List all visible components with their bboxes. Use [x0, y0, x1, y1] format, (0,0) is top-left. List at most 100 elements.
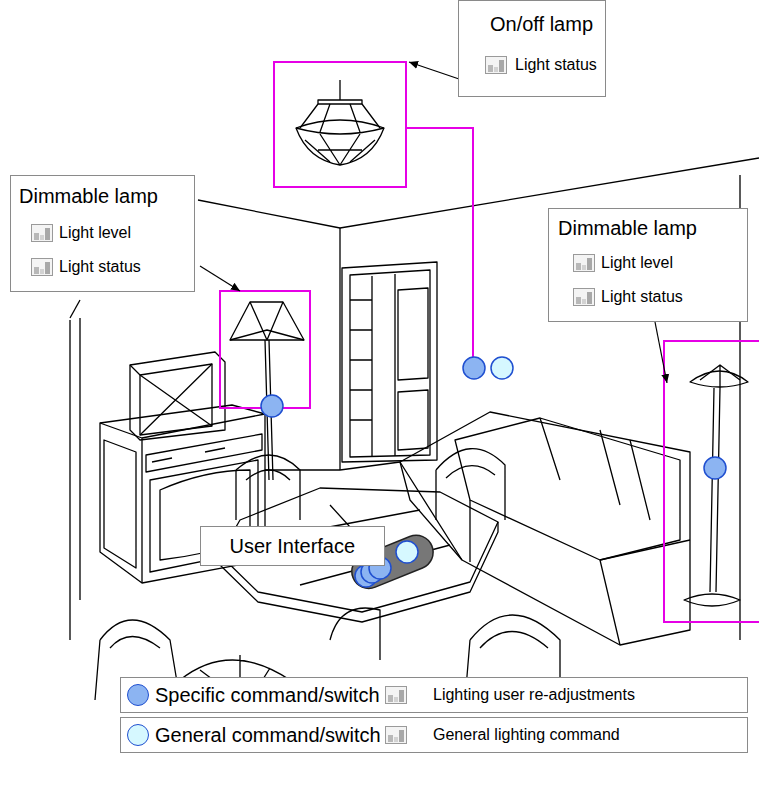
lamp-frame: [220, 291, 310, 408]
room-wireframe: [70, 300, 80, 318]
switch-circle: [261, 395, 283, 417]
legend-text: Specific command/switch: [155, 685, 380, 705]
chart-icon-part: [34, 267, 39, 274]
box-title: On/off lamp: [490, 14, 593, 34]
box-title: Dimmable lamp: [558, 218, 697, 238]
chart-icon-part: [40, 269, 44, 274]
room-wireframe: [684, 594, 740, 606]
lamp-frame: [406, 128, 473, 357]
room-wireframe: [140, 364, 212, 435]
room-wireframe: [600, 540, 690, 560]
chart-icon-part: [394, 737, 398, 742]
callout-box: On/off lampLight status: [458, 0, 606, 97]
room-wireframe: [318, 100, 362, 104]
chart-icon-part: [40, 235, 44, 240]
chart-icon-part: [32, 259, 53, 276]
room-wireframe: [305, 134, 375, 165]
room-wireframe: [398, 288, 428, 450]
room-wireframe: [455, 418, 680, 560]
room-wireframe: [540, 418, 650, 520]
lamp-frame: [220, 62, 759, 622]
room-wireframe: [296, 128, 384, 134]
chart-icon-part: [386, 727, 407, 744]
room-wireframe: [339, 228, 340, 470]
room-wireframe: [130, 352, 225, 440]
switch-circle: [491, 357, 513, 379]
room-wireframe: [470, 500, 620, 645]
switch-circle: [463, 357, 485, 379]
switch-circle: [261, 357, 726, 479]
lamp-frame: [664, 341, 759, 622]
room-wireframe: [330, 608, 380, 660]
room-wireframe: [342, 262, 437, 462]
box-title: User Interface: [230, 536, 356, 556]
chart-icon: [573, 254, 595, 272]
room-wireframe: [146, 434, 262, 472]
chart-icon: [485, 56, 507, 74]
room-wireframe: [70, 318, 80, 640]
room-wireframe: [710, 388, 720, 592]
room-wireframe: [300, 104, 380, 132]
callout-box: Dimmable lampLight levelLight status: [548, 208, 748, 322]
room-wireframe: [400, 412, 690, 645]
room-wireframe: [140, 364, 212, 435]
legend-text: Lighting user re-adjustments: [433, 687, 635, 703]
room-wireframe: [350, 270, 430, 457]
legend-text: General command/switch: [155, 725, 381, 745]
leader-arrow: [409, 62, 462, 80]
legend-text: General lighting command: [433, 727, 620, 743]
lamp-frame: [274, 62, 406, 187]
room-wireframe: [372, 274, 395, 456]
leader-arrow: [655, 322, 667, 383]
room-wireframe: [436, 449, 505, 520]
chart-icon-part: [394, 697, 398, 702]
room-wireframe: [104, 440, 136, 568]
chart-icon: [573, 288, 595, 306]
legend-swatch: [127, 684, 149, 706]
chart-icon-part: [32, 225, 53, 242]
room-wireframe: [700, 365, 740, 388]
chart-icon-part: [488, 65, 493, 72]
chart-icon-part: [34, 233, 39, 240]
room-wireframe: [350, 300, 372, 420]
legend-swatch: [127, 724, 149, 746]
legend-box: Specific command/switch Lighting user re-…: [120, 677, 748, 713]
signal-name: Light status: [601, 289, 683, 305]
signal-name: Light status: [515, 57, 597, 73]
chart-icon-part: [388, 735, 393, 742]
chart-icon-part: [386, 687, 407, 704]
chart-icon: [385, 686, 407, 704]
user-interface-device: [396, 541, 418, 563]
callout-box: Dimmable lampLight levelLight status: [10, 175, 195, 292]
box-title: Dimmable lamp: [19, 186, 158, 206]
signal-name: Light level: [59, 225, 131, 241]
chart-icon-part: [576, 263, 581, 270]
room-wireframe: [339, 80, 340, 100]
switch-circle: [704, 457, 726, 479]
leader-arrow: [200, 266, 240, 291]
chart-icon: [31, 258, 53, 276]
chart-icon-part: [486, 57, 507, 74]
chart-icon-part: [45, 228, 50, 240]
signal-name: Light level: [601, 255, 673, 271]
room-wireframe: [340, 462, 400, 470]
chart-icon-part: [587, 258, 592, 270]
chart-icon-part: [388, 695, 393, 702]
chart-icon-part: [494, 67, 498, 72]
chart-icon-part: [576, 297, 581, 304]
chart-icon-part: [587, 292, 592, 304]
chart-icon-part: [582, 265, 586, 270]
room-wireframe: [70, 80, 759, 700]
room-wireframe: [130, 365, 140, 375]
chart-icon-part: [499, 60, 504, 72]
room-wireframe: [296, 120, 384, 165]
callout-box: User Interface: [200, 526, 385, 566]
chart-icon-part: [574, 289, 595, 306]
room-wireframe: [230, 302, 304, 340]
chart-icon: [31, 224, 53, 242]
room-wireframe: [236, 455, 300, 520]
chart-icon-part: [399, 730, 404, 742]
chart-icon-part: [45, 262, 50, 274]
